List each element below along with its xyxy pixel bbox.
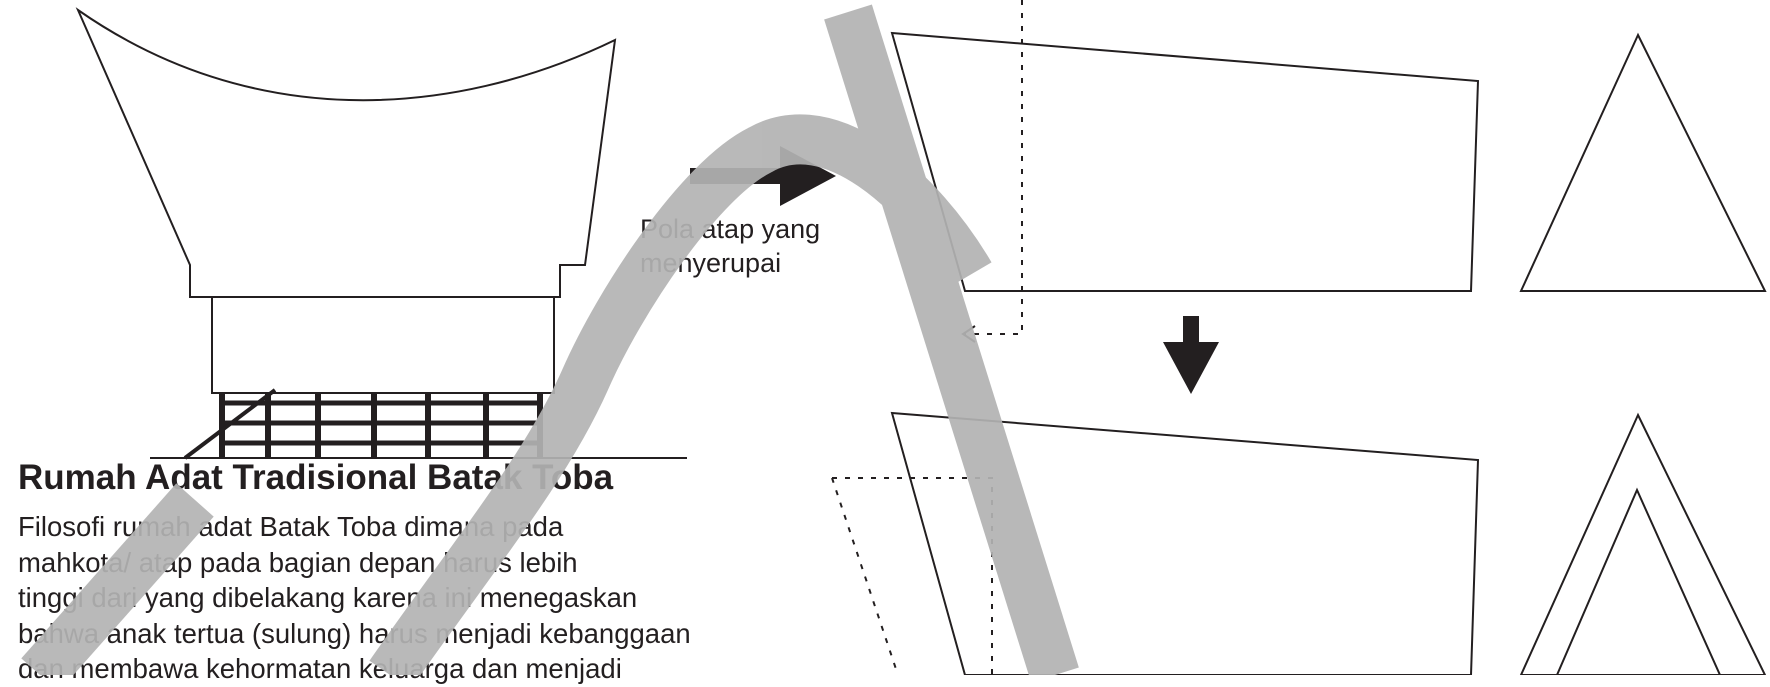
description-line-5: dan membawa kehormatan keluarga dan menj… bbox=[18, 653, 622, 684]
small-arrowhead-icon bbox=[961, 325, 976, 343]
triangle-double bbox=[1519, 412, 1767, 675]
page-title: Rumah Adat Tradisional Batak Toba bbox=[18, 458, 614, 497]
dotted-guide-top bbox=[965, 0, 1023, 335]
batak-house-illustration bbox=[75, 7, 617, 394]
house-stilts bbox=[150, 388, 687, 460]
description-line-2: mahkota/ atap pada bagian depan harus le… bbox=[18, 546, 578, 578]
description-line-3: tinggi dari yang dibelakang karena ini m… bbox=[18, 582, 638, 613]
house-wall bbox=[211, 296, 555, 394]
down-arrow-icon bbox=[1163, 316, 1219, 394]
description-text: Filosofi rumah adat Batak Toba dimana pa… bbox=[18, 509, 691, 687]
roof-pattern-bottom bbox=[890, 411, 1480, 675]
pattern-caption: Pola atap yang menyerupai bbox=[640, 212, 820, 280]
roof-pattern-top bbox=[890, 31, 1480, 292]
pattern-caption-line-2: menyerupai bbox=[640, 248, 782, 278]
right-arrow-icon bbox=[690, 146, 836, 206]
dotted-guide-bottom bbox=[831, 477, 993, 675]
pattern-caption-line-1: Pola atap yang bbox=[640, 214, 821, 244]
description-line-1: Filosofi rumah adat Batak Toba dimana pa… bbox=[18, 511, 564, 542]
house-roof bbox=[75, 7, 617, 298]
triangle-top bbox=[1519, 32, 1767, 292]
description-line-4: bahwa anak tertua (sulung) harus menjadi… bbox=[18, 617, 691, 649]
